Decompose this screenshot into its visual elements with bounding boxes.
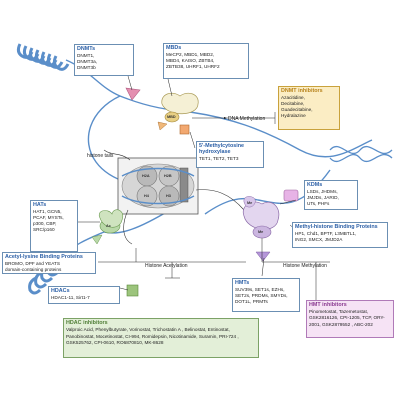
hdacs-box: HDACs HDAC1-11, Sirt1-7 [48,286,120,304]
mbds-title: MBDs [166,45,182,51]
histone-tail-2 [195,189,245,211]
hmts-box: HMTs SUV39s, SET1s, EZHs, SET2s, PRDMs, … [232,278,300,312]
hdac-inhibitors-box: HDAC inhibitors Valproic Acid, Phenylbut… [63,318,259,358]
kdms-body: LSDs, JHDMs, JMJDs, JARID, UTs, PHFs [307,188,339,207]
h4-label: H4 [144,194,149,198]
hydroxylase-title: 5'-Methylcytosine hydroxylase [199,143,245,156]
hmt-inhibitors-title: HMT inhibitors [309,302,347,308]
hydroxylase-body: TET1, TET2, TET3 [199,156,239,161]
dnmts-body: DNMT1, DNMT3a, DNMT3b [77,52,98,71]
kdms-title: KDMs [307,182,323,188]
mbds-body: MeCP2, MBD1, MBD2, MBD4, KAISO, ZBTB4, Z… [166,51,220,70]
hats-body: HAT1, GCN5, PCAF, MYSTs, p300, CBP, SRC/… [33,208,64,233]
dna-methylation-label: DNA Methylation [228,116,266,122]
tet-enzyme-shape [179,124,190,135]
me-blob2-label: Me [258,230,264,234]
methylation-complex [242,196,280,239]
mbds-box: MBDs MeCP2, MBD1, MBD2, MBD4, KAISO, ZBT… [163,43,249,79]
acetyl-binding-title: Acetyl-lysine Binding Proteins [5,254,83,260]
me-blob1-label: Me [247,201,253,205]
dna-strand-top [65,59,373,158]
dnmts-title: DNMTs [77,46,96,52]
hdacs-body: HDAC1-11, Sirt1-7 [51,294,90,300]
methyl-binding-title: Methyl-histone Binding Proteins [295,224,378,230]
hdacs-title: HDACs [51,288,70,294]
hats-title: HATs [33,202,47,208]
ac-blob-label: Ac [106,224,111,228]
dnmt-inhibitors-title: DNMT inhibitors [281,88,323,94]
histone-acetylation-label: Histone Acetylation [145,263,188,269]
histone-tails-label: histone tails [87,153,114,159]
kdms-box: KDMs LSDs, JHDMs, JMJDs, JARID, UTs, PHF… [304,180,358,210]
h2b-label: H2B [164,174,172,178]
kdm-enzyme-shape [283,189,299,202]
h2a-label: H2A [142,174,150,178]
histone-tail-1 [103,149,131,161]
dnmt-enzyme-shape [125,87,141,101]
mbd-complex [157,92,199,131]
hydroxylase-box: 5'-Methylcytosine hydroxylase TET1, TET2… [196,141,264,168]
acetyl-binding-box: Acetyl-lysine Binding Proteins BROMO, DP… [2,252,96,274]
methyl-binding-box: Methyl-histone Binding Proteins HP1, Chd… [292,222,388,248]
h3-label: H3 [166,194,171,198]
hdac-inhibitors-title: HDAC inhibitors [66,320,108,326]
mbd-blob-label: MBD [167,115,176,119]
histone-methylation-label: Histone Methylation [283,263,327,269]
methyl-binding-body: HP1, Chd1, BPTF, L3MBTL1, ING2, SMCX, JM… [295,230,357,242]
hmt-enzyme-shape [255,251,271,262]
hdac-inhibitors-body: Valproic Acid, Phenylbutyrate, Vorinosta… [66,326,239,346]
dna-coil-top-left [16,43,70,71]
hdac-enzyme-shape [126,284,139,297]
histone-tail-3 [123,209,133,245]
hats-box: HATs HAT1, GCN5, PCAF, MYSTs, p300, CBP,… [30,200,78,252]
hmts-title: HMTs [235,280,250,286]
hmt-inhibitors-body: Pinometostat, Tazemetostat, GSK2816126, … [309,308,385,327]
dnmts-box: DNMTs DNMT1, DNMT3a, DNMT3b [74,44,134,76]
dnmt-inhibitors-body: Azacitidine, Decitabine, Guadecitabine, … [281,94,313,119]
nucleosome-core [121,163,195,209]
dnmt-inhibitors-box: DNMT inhibitors Azacitidine, Decitabine,… [278,86,340,130]
hat-complex [91,209,124,245]
hmt-inhibitors-box: HMT inhibitors Pinometostat, Tazemetosta… [306,300,394,338]
hmts-body: SUV39s, SET1s, EZHs, SET2s, PRDMs, SMYDs… [235,286,288,305]
connector-lines [78,75,330,300]
acetyl-binding-body: BROMO, DPF and YEATS domain-containing p… [5,260,62,272]
dna-helix-right [329,145,393,163]
